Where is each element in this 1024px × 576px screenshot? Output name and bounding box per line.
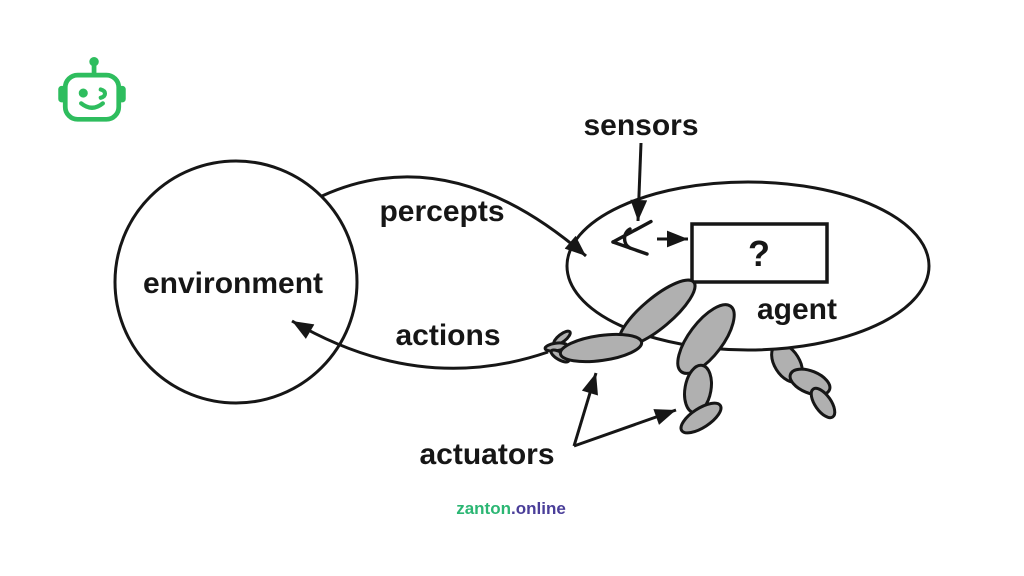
watermark-tld: .online — [511, 499, 566, 518]
percepts-arrow — [321, 175, 587, 258]
watermark: zanton.online — [456, 499, 566, 518]
agent-front-arm — [543, 278, 697, 364]
agent-program-box — [690, 222, 829, 284]
eye-upper-lash — [611, 219, 653, 244]
sensors-callout-arrow — [630, 142, 648, 222]
forearm — [558, 332, 644, 364]
robot-antenna-tip — [89, 56, 99, 67]
watermark-site-name: zanton — [456, 499, 511, 518]
rear-foot — [809, 386, 837, 420]
environment-circle — [113, 159, 359, 405]
eye-iris — [622, 227, 632, 250]
environment-label: environment — [143, 267, 323, 300]
actuators-label: actuators — [419, 438, 554, 471]
sensors-label: sensors — [583, 109, 698, 142]
percepts-label: percepts — [379, 195, 504, 228]
agent-front-leg — [676, 303, 736, 435]
robot-logo-icon — [58, 56, 126, 122]
agent-rear-leg — [770, 342, 837, 420]
front-thigh — [676, 303, 736, 375]
actions-arrow — [291, 319, 549, 370]
robot-eye-wink — [98, 87, 107, 100]
program-box-label: ? — [748, 233, 770, 274]
brand-logo — [57, 54, 127, 126]
robot-mouth — [79, 101, 105, 110]
actuators-callout-arrow-foot — [573, 408, 677, 448]
actuators-callout-arrow-hand — [572, 372, 598, 447]
robot-eye-left — [78, 88, 88, 98]
actions-label: actions — [395, 319, 500, 352]
robot-head — [62, 72, 122, 122]
front-foot — [679, 401, 723, 435]
eye-icon — [611, 219, 653, 256]
agent-label: agent — [757, 293, 837, 326]
